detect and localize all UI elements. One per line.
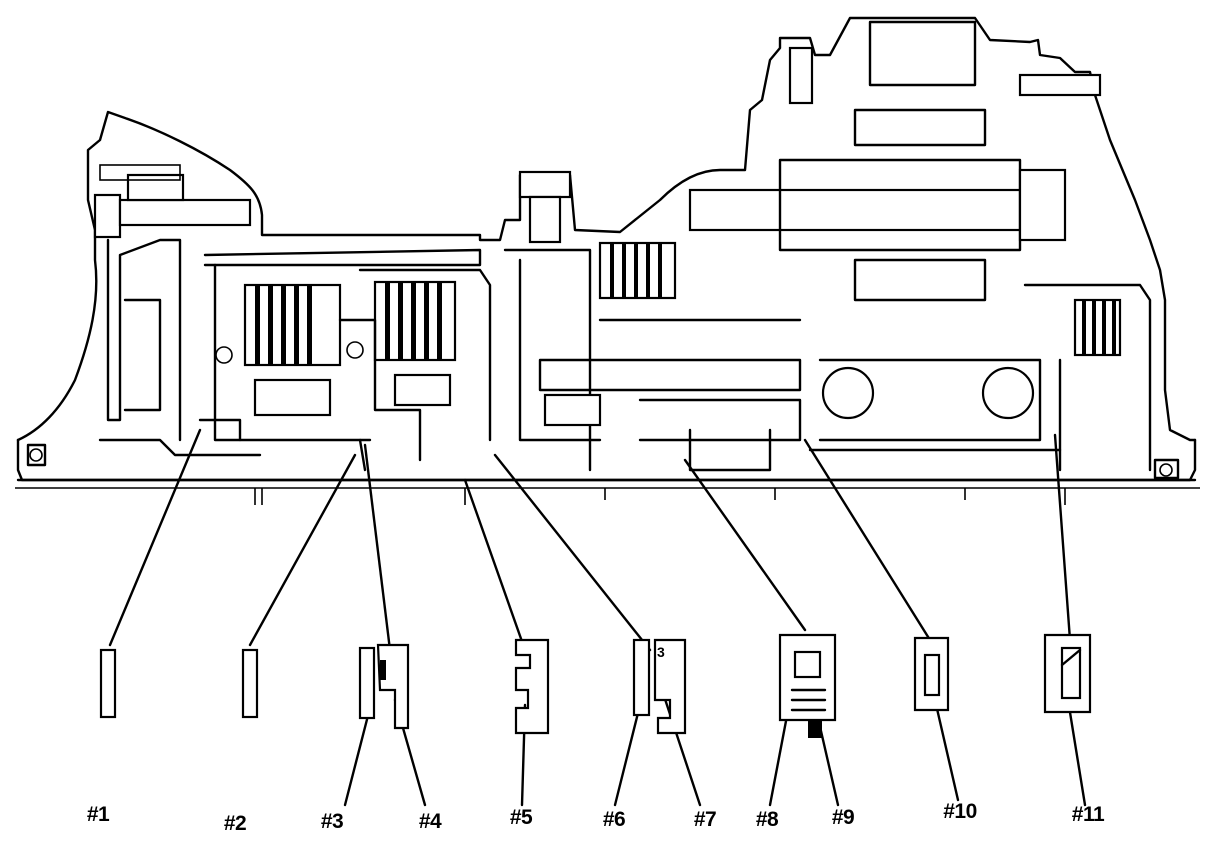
callout-label-7: #7 <box>693 808 717 831</box>
callout-label-1: #1 <box>86 803 110 826</box>
main-shaft <box>15 478 1200 505</box>
seal-8-9-profile <box>778 633 837 738</box>
seal-10-profile <box>913 636 950 712</box>
leader-lines <box>108 428 1087 807</box>
callout-label-9: #9 <box>831 806 855 829</box>
left-flange-bolt <box>93 164 262 457</box>
svg-text:3: 3 <box>657 644 665 660</box>
seal-5-profile <box>514 638 550 735</box>
callout-label-5: #5 <box>509 806 533 829</box>
differential-assembly <box>688 20 1102 452</box>
callout-label-8: #8 <box>755 808 779 831</box>
clutch-pack-3 <box>1023 283 1152 472</box>
center-valve-and-shaft <box>503 170 802 472</box>
seal-2-profile <box>241 648 259 719</box>
seal-profiles: 3 <box>99 633 1092 738</box>
callout-label-3: #3 <box>320 810 344 833</box>
seal-1-profile <box>99 648 117 719</box>
clutch-pack-2 <box>338 268 492 472</box>
callout-label-4: #4 <box>418 810 442 833</box>
clutch-pack-1 <box>198 248 482 442</box>
seal-11-profile <box>1043 633 1092 714</box>
seal-6-7-profile: 3 <box>632 638 687 735</box>
callout-label-6: #6 <box>602 808 626 831</box>
callout-label-11: #11 <box>1071 803 1105 826</box>
callout-label-10: #10 <box>943 800 977 823</box>
seal-3-4-profile <box>358 643 410 730</box>
callout-label-2: #2 <box>223 812 247 835</box>
